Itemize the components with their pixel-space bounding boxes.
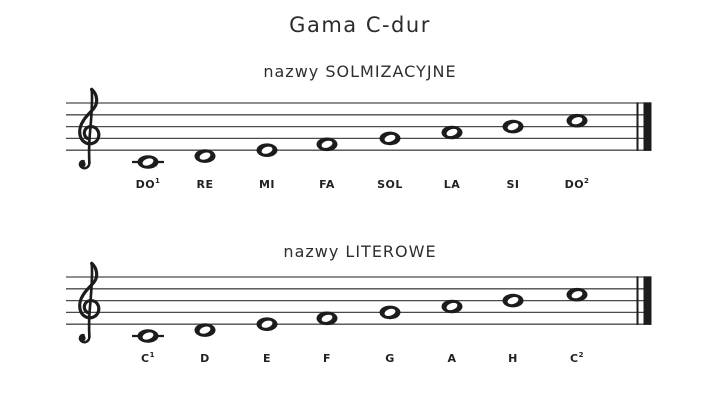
note-label-LA: LA: [444, 178, 461, 191]
page-title: Gama C-dur: [289, 13, 431, 37]
whole-note-H: [502, 293, 524, 308]
whole-note-RE: [194, 149, 216, 163]
whole-note-G: [379, 305, 401, 320]
note-label-C1: C1: [141, 351, 155, 365]
note-head-hole: [321, 140, 333, 148]
whole-note-D: [194, 323, 216, 337]
note-label-MI: MI: [259, 178, 275, 191]
note-head-hole: [261, 320, 273, 328]
note-label-RE: RE: [197, 178, 214, 191]
note-label-E: E: [263, 352, 271, 365]
whole-note-FA: [316, 137, 338, 152]
note-label-FA: FA: [319, 178, 335, 191]
note-head-hole: [507, 297, 519, 305]
note-head-hole: [446, 128, 458, 137]
note-label-H: H: [508, 352, 518, 365]
whole-note-F: [316, 311, 338, 326]
final-barline-thin: [636, 276, 639, 325]
note-label-SOL: SOL: [377, 178, 403, 191]
note-label-D: D: [200, 352, 210, 365]
whole-note-SI: [502, 119, 524, 134]
staff-2-heading: nazwy LITEROWE: [283, 242, 437, 261]
note-head-hole: [384, 134, 396, 142]
whole-note-C1: [132, 329, 164, 343]
whole-note-DO2: [566, 113, 588, 128]
note-head-hole: [571, 117, 583, 125]
whole-note-DO1: [132, 155, 164, 169]
staff-1-heading: nazwy SOLMIZACYJNE: [263, 62, 457, 81]
note-head-hole: [142, 158, 154, 166]
note-head-hole: [571, 291, 583, 299]
whole-note-SOL: [379, 131, 401, 146]
note-head-hole: [384, 308, 396, 316]
note-head-hole: [199, 152, 211, 160]
note-label-SI: SI: [506, 178, 519, 191]
note-head-hole: [199, 326, 211, 334]
note-head-hole: [446, 302, 458, 311]
final-barline-thin: [636, 102, 639, 151]
note-head-hole: [507, 123, 519, 131]
letter-names-staff: C1 D E F G A H C2: [66, 260, 652, 365]
note-head-hole: [142, 332, 154, 340]
note-label-F: F: [323, 352, 331, 365]
final-barline-thick: [643, 102, 652, 151]
note-label-G: G: [385, 352, 395, 365]
whole-note-LA: [441, 125, 463, 140]
note-label-A: A: [447, 352, 456, 365]
final-barline-thick: [643, 276, 652, 325]
treble-clef-icon: [77, 86, 101, 170]
note-head-hole: [261, 146, 273, 154]
whole-note-A: [441, 299, 463, 314]
note-label-DO1: DO1: [136, 177, 161, 191]
treble-clef-icon: [77, 260, 101, 344]
note-head-hole: [321, 314, 333, 322]
solmization-staff: DO1 RE MI FA SOL LA SI DO2: [66, 86, 652, 191]
whole-note-MI: [256, 143, 278, 157]
whole-note-C2: [566, 287, 588, 302]
whole-note-E: [256, 317, 278, 332]
note-label-C2: C2: [570, 351, 584, 365]
note-label-DO2: DO2: [565, 177, 590, 191]
